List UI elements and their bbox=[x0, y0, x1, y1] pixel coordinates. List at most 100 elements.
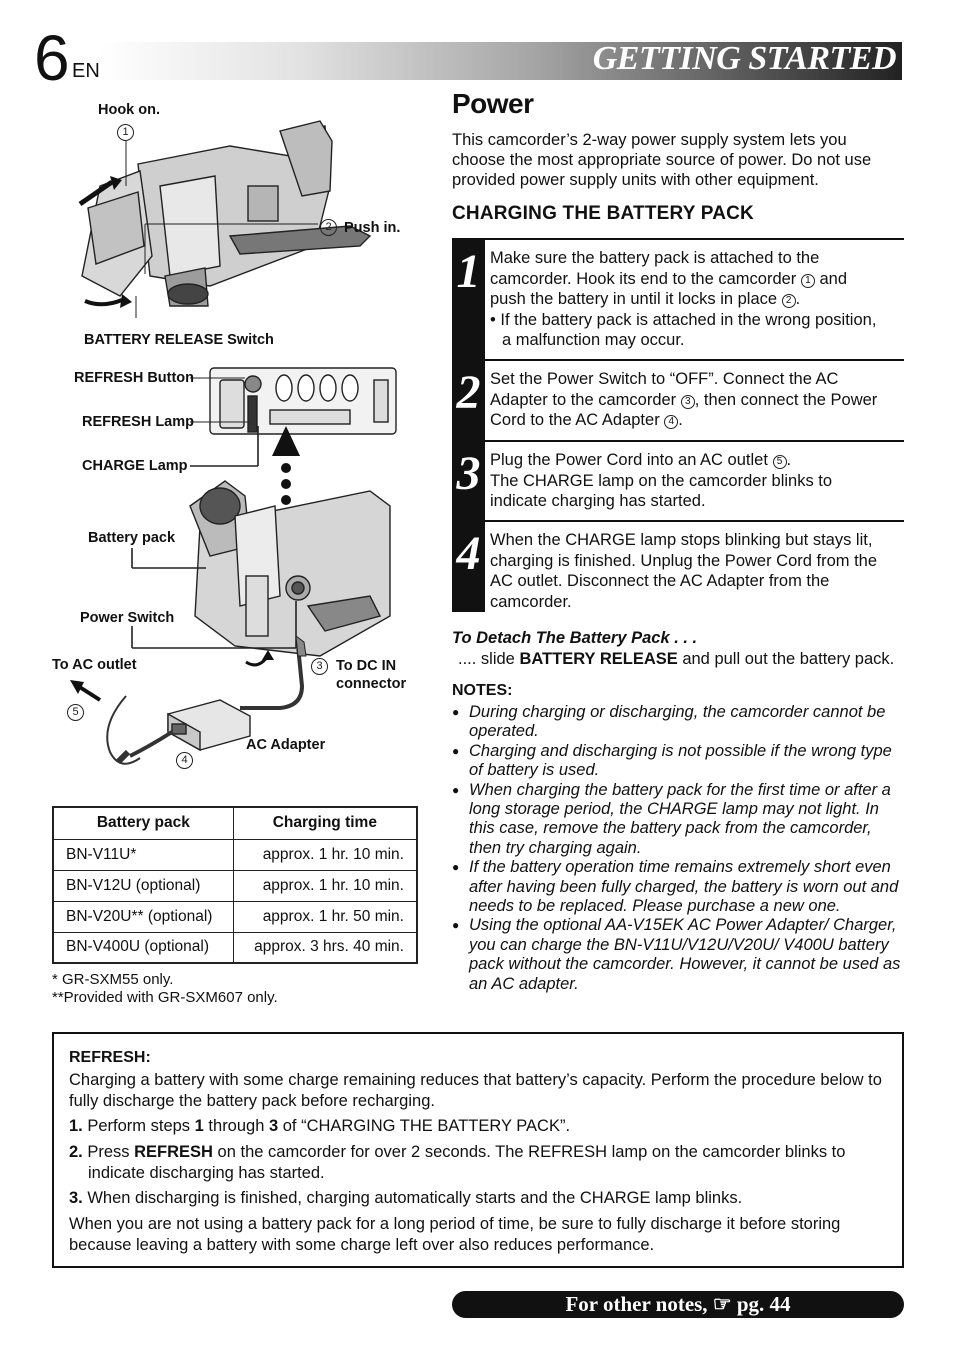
step-text: AC outlet. Disconnect the AC Adapter fro… bbox=[490, 572, 830, 590]
step-text: Set the Power Switch to “OFF”. Connect t… bbox=[490, 370, 839, 388]
header-charging-time: Charging time bbox=[232, 806, 418, 840]
intro-line-1: This camcorder’s 2-way power supply syst… bbox=[452, 131, 847, 149]
detach-text: .... slide BATTERY RELEASE and pull out … bbox=[458, 650, 894, 669]
step-text: indicate charging has started. bbox=[490, 492, 706, 510]
callout-5-inline: 5 bbox=[772, 455, 787, 469]
notes-list: During charging or discharging, the camc… bbox=[452, 703, 904, 994]
step-text: Make sure the battery pack is attached t… bbox=[490, 249, 820, 267]
note-item: If the battery operation time remains ex… bbox=[452, 858, 904, 916]
step-text: camcorder. bbox=[490, 592, 572, 611]
label-power-switch: Power Switch bbox=[80, 610, 175, 626]
label-hook-on: Hook on. bbox=[98, 102, 161, 118]
footer-banner: For other notes, ☞ pg. 44 bbox=[452, 1291, 904, 1318]
refresh-step-bold: REFRESH bbox=[134, 1143, 213, 1161]
detach-text-b: BATTERY RELEASE bbox=[519, 650, 678, 668]
step-number: 4 bbox=[452, 522, 485, 612]
callout-3: 3 bbox=[311, 658, 328, 675]
step-number: 1 bbox=[452, 240, 485, 361]
notes-heading: NOTES: bbox=[452, 682, 513, 699]
table-row: BN-V20U** (optional) approx. 1 hr. 50 mi… bbox=[51, 900, 418, 933]
label-charge-lamp: CHARGE Lamp bbox=[82, 458, 188, 474]
step-text: camcorder. Hook its end to the camcorder bbox=[490, 269, 801, 288]
step-number: 2 bbox=[452, 361, 485, 442]
note-item: During charging or discharging, the camc… bbox=[452, 703, 904, 742]
step-text: charging is finished. Unplug the Power C… bbox=[490, 551, 878, 570]
step-2: 2 Set the Power Switch to “OFF”. Connect… bbox=[452, 359, 904, 442]
cell-battery: BN-V20U** (optional) bbox=[51, 900, 234, 933]
step-text: Cord to the AC Adapter bbox=[490, 411, 665, 429]
step-text: and bbox=[814, 269, 848, 288]
refresh-step-1: 1. Perform steps 1 through 3 of “CHARGIN… bbox=[69, 1116, 891, 1137]
callout-3-inline: 3 bbox=[680, 394, 695, 409]
refresh-step-text: When discharging is finished, charging a… bbox=[87, 1189, 743, 1207]
step-text: . bbox=[678, 411, 683, 429]
callout-1: 1 bbox=[117, 124, 134, 141]
refresh-step-text: Press bbox=[87, 1143, 135, 1161]
note-item: Charging and discharging is not possible… bbox=[452, 742, 904, 781]
power-title: Power bbox=[452, 88, 534, 119]
cell-time: approx. 1 hr. 50 min. bbox=[232, 900, 418, 933]
callout-1-inline: 1 bbox=[800, 273, 815, 288]
table-header-row: Battery pack Charging time bbox=[51, 806, 418, 840]
step-bullet: • If the battery pack is attached in the… bbox=[490, 310, 877, 329]
callout-5: 5 bbox=[67, 704, 84, 721]
cell-time: approx. 3 hrs. 40 min. bbox=[232, 931, 418, 964]
label-battery-release: BATTERY RELEASE Switch bbox=[84, 332, 274, 348]
step-3: 3 Plug the Power Cord into an AC outlet … bbox=[452, 440, 904, 522]
cell-time: approx. 1 hr. 10 min. bbox=[232, 838, 418, 871]
refresh-step-text: of “CHARGING THE BATTERY PACK”. bbox=[278, 1117, 571, 1135]
intro-line-2: choose the most appropriate source of po… bbox=[452, 151, 872, 169]
detach-heading: To Detach The Battery Pack . . . bbox=[452, 629, 698, 647]
step-text: When the CHARGE lamp stops blinking but … bbox=[490, 531, 873, 549]
refresh-heading: REFRESH: bbox=[69, 1049, 151, 1066]
step-text: , then connect the Power bbox=[694, 390, 878, 409]
callout-2: 2 bbox=[320, 219, 337, 236]
label-refresh-lamp: REFRESH Lamp bbox=[82, 414, 194, 430]
refresh-step-text: Perform steps bbox=[87, 1117, 195, 1135]
refresh-step-num: 3. bbox=[69, 1189, 83, 1207]
step-text: Plug the Power Cord into an AC outlet bbox=[490, 451, 773, 469]
camcorder-drawing bbox=[70, 120, 397, 765]
table-row: BN-V400U (optional) approx. 3 hrs. 40 mi… bbox=[51, 931, 418, 964]
refresh-outro: When you are not using a battery pack fo… bbox=[69, 1215, 841, 1254]
charging-subtitle: CHARGING THE BATTERY PACK bbox=[452, 203, 754, 224]
header-battery-pack: Battery pack bbox=[51, 806, 234, 840]
step-text: . bbox=[786, 451, 792, 469]
refresh-intro: Charging a battery with some charge rema… bbox=[69, 1071, 882, 1110]
label-push-in: Push in. bbox=[344, 220, 401, 236]
label-to-dc-in: To DC IN bbox=[336, 658, 397, 674]
step-bullet-cont: a malfunction may occur. bbox=[502, 331, 685, 349]
camcorder-illustration: Hook on. 1 2 Push in. BATTERY RELEASE Sw… bbox=[40, 96, 430, 786]
callout-4-inline: 4 bbox=[664, 415, 679, 429]
step-1: 1 Make sure the battery pack is attached… bbox=[452, 238, 904, 361]
section-title: GETTING STARTED bbox=[592, 40, 897, 77]
step-text: push the battery in until it locks in pl… bbox=[490, 290, 782, 308]
detach-text-a: .... slide bbox=[458, 650, 520, 668]
note-item: When charging the battery pack for the f… bbox=[452, 781, 904, 859]
footnote-1: * GR-SXM55 only. bbox=[52, 971, 174, 988]
label-ac-adapter: AC Adapter bbox=[246, 737, 326, 753]
refresh-step-text: through bbox=[203, 1117, 269, 1135]
detach-text-c: and pull out the battery pack. bbox=[677, 650, 895, 668]
refresh-step-bold: 1 bbox=[194, 1117, 204, 1135]
cell-time: approx. 1 hr. 10 min. bbox=[232, 869, 418, 902]
refresh-step-text: on the camcorder for over 2 seconds. The… bbox=[88, 1143, 846, 1182]
language-code: EN bbox=[72, 60, 100, 82]
step-text: The CHARGE lamp on the camcorder blinks … bbox=[490, 471, 833, 490]
step-number: 3 bbox=[452, 442, 485, 522]
refresh-step-num: 1. bbox=[69, 1117, 83, 1135]
intro-line-3: provided power supply units with other e… bbox=[452, 171, 819, 189]
label-battery-pack: Battery pack bbox=[88, 530, 176, 546]
refresh-step-2: 2. Press REFRESH on the camcorder for ov… bbox=[69, 1142, 891, 1183]
page-number: 6 bbox=[34, 22, 70, 94]
header-band bbox=[100, 42, 902, 80]
table-row: BN-V12U (optional) approx. 1 hr. 10 min. bbox=[51, 869, 418, 902]
callout-2-inline: 2 bbox=[781, 294, 796, 308]
table-row: BN-V11U* approx. 1 hr. 10 min. bbox=[51, 838, 418, 871]
refresh-box: REFRESH: Charging a battery with some ch… bbox=[52, 1032, 904, 1268]
refresh-step-num: 2. bbox=[69, 1143, 83, 1161]
step-text: . bbox=[795, 290, 801, 308]
callout-4: 4 bbox=[176, 752, 193, 769]
step-4: 4 When the CHARGE lamp stops blinking bu… bbox=[452, 520, 904, 612]
cell-battery: BN-V400U (optional) bbox=[51, 931, 234, 964]
